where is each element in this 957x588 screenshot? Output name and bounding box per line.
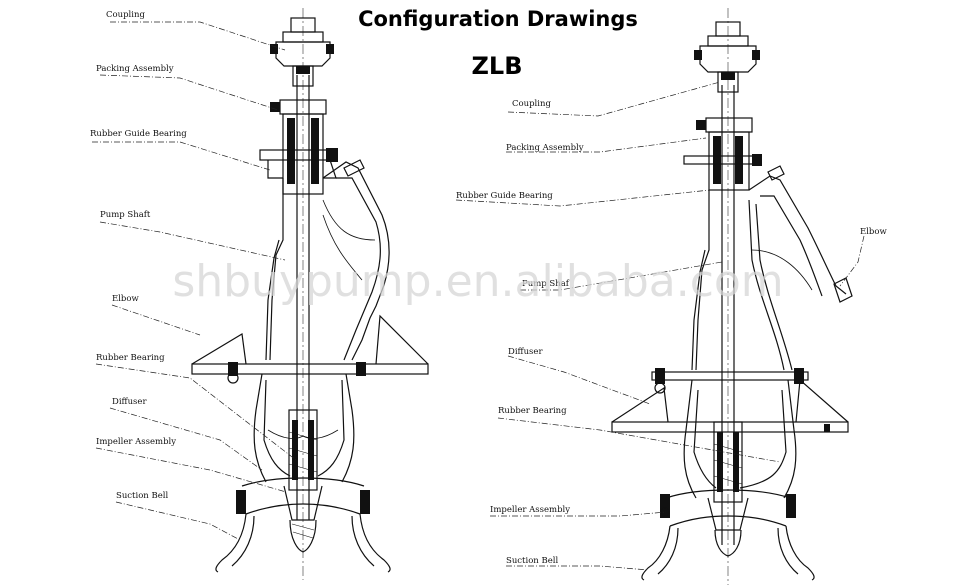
right-coupling [694,21,760,93]
left-base-plate [191,314,429,384]
right-pump-drawing: Coupling Packing Assembly Rubber Guide B… [455,8,887,585]
right-base-plate [611,368,849,433]
right-label-pump-shaft: Pump Shaf [522,279,570,289]
right-suction-bell [641,525,815,581]
left-pump-drawing: Coupling Packing Assembly Rubber Guide B… [90,8,429,580]
right-label-suction-bell: Suction Bell [506,556,558,566]
right-elbow [748,165,853,371]
left-packing-housing [259,99,338,195]
right-label-diffuser: Diffuser [508,347,543,357]
model-label: ZLB [472,52,523,80]
left-label-impeller-assembly: Impeller Assembly [96,437,176,447]
left-suction-bell [215,513,391,573]
left-label-rubber-guide-bearing: Rubber Guide Bearing [90,129,187,139]
right-label-packing-assembly: Packing Assembly [506,143,584,153]
left-coupling [270,17,334,87]
right-label-coupling: Coupling [512,99,551,109]
right-packing-housing [683,117,762,371]
right-label-rubber-guide-bearing: Rubber Guide Bearing [456,191,553,201]
left-label-pump-shaft: Pump Shaft [100,210,151,220]
left-leader-lines [92,21,297,541]
left-label-rubber-bearing: Rubber Bearing [96,353,165,363]
left-label-diffuser: Diffuser [112,397,147,407]
right-leader-lines [455,81,865,571]
left-diffuser [253,373,355,491]
right-label-rubber-bearing: Rubber Bearing [498,406,567,416]
left-impeller [236,477,370,553]
left-label-suction-bell: Suction Bell [116,491,168,501]
left-label-packing-assembly: Packing Assembly [96,64,174,74]
right-impeller [660,489,796,557]
right-label-impeller-assembly: Impeller Assembly [490,505,570,515]
right-diffuser [683,379,797,503]
left-elbow [265,159,390,361]
right-label-elbow: Elbow [860,227,887,237]
page-title: Configuration Drawings [358,7,638,31]
left-label-elbow: Elbow [112,294,139,304]
watermark: shbuypump.en.alibaba.com [172,256,783,307]
left-label-coupling: Coupling [106,10,145,20]
